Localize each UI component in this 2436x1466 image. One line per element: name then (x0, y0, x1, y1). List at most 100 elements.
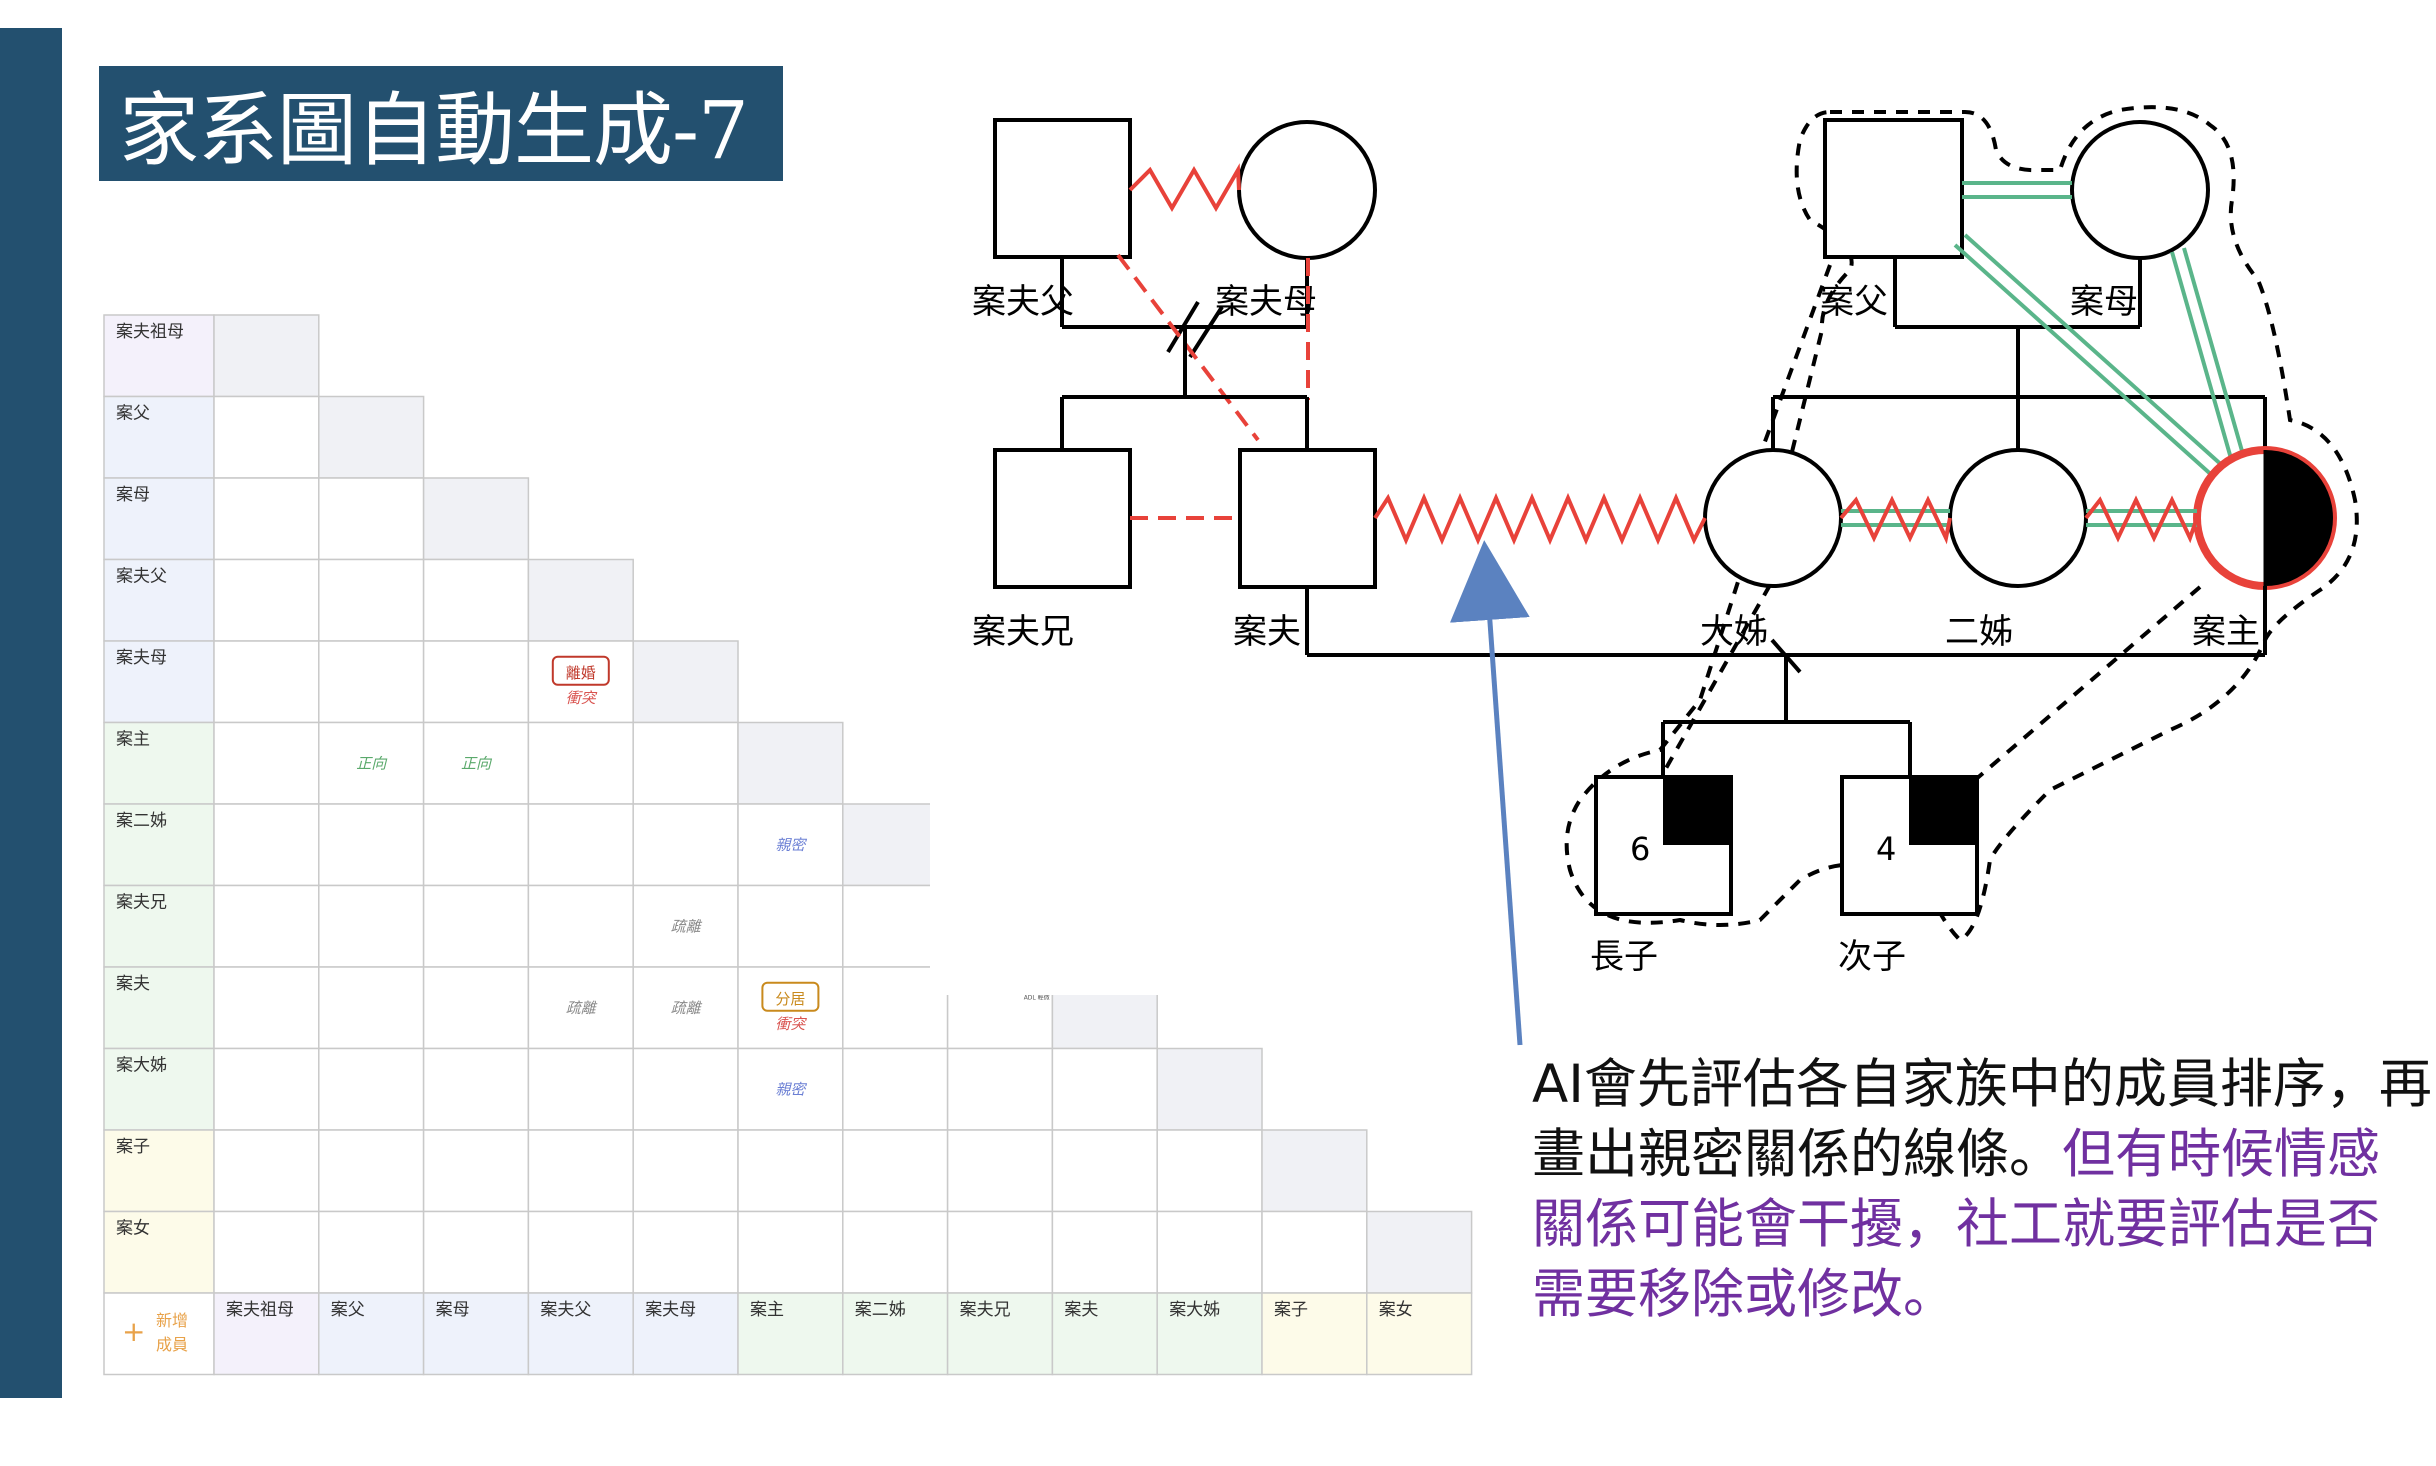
matrix-cell[interactable] (422, 966, 530, 1050)
matrix-cell[interactable] (946, 1210, 1054, 1294)
matrix-cell[interactable] (632, 966, 739, 1050)
matrix-cell[interactable] (1156, 1210, 1263, 1294)
matrix-cell[interactable] (318, 1210, 425, 1294)
matrix-cell[interactable] (1261, 1210, 1368, 1294)
matrix-cell[interactable] (422, 1129, 530, 1213)
matrix-column-label: 案夫兄 (960, 1300, 1011, 1320)
label-husband-father: 案夫父 (972, 282, 1074, 322)
matrix-column-label: 案母 (436, 1300, 470, 1320)
matrix-cell[interactable] (213, 1047, 320, 1131)
add-member-button[interactable] (103, 1292, 215, 1376)
matrix-cell[interactable] (422, 640, 530, 724)
slide-title-box: 家系圖自動生成-7 (99, 66, 783, 181)
matrix-cell[interactable] (422, 558, 530, 642)
matrix-cell[interactable] (737, 1129, 844, 1213)
matrix-cell[interactable] (422, 721, 530, 805)
matrix-cell[interactable] (422, 803, 530, 887)
matrix-row-header (103, 966, 215, 1050)
matrix-cell[interactable] (527, 1047, 634, 1131)
matrix-cell[interactable] (737, 884, 844, 968)
eldest-sister-symbol (1703, 448, 1843, 588)
matrix-cell[interactable] (527, 1210, 634, 1294)
matrix-row-label: 案夫父 (116, 567, 167, 587)
matrix-cell[interactable] (842, 1129, 949, 1213)
close-line-mother-client (2170, 247, 2246, 463)
matrix-cell[interactable] (318, 803, 425, 887)
matrix-cell[interactable] (1051, 1129, 1158, 1213)
relationship-tag[interactable] (761, 981, 820, 1012)
relationship-tag-label: 衝突 (775, 1015, 807, 1033)
matrix-cell[interactable] (318, 640, 425, 724)
matrix-cell[interactable] (842, 1047, 949, 1131)
matrix-cell[interactable] (632, 1129, 739, 1213)
matrix-cell[interactable] (1156, 1129, 1263, 1213)
matrix-cell[interactable] (213, 1210, 320, 1294)
matrix-cell[interactable] (527, 966, 634, 1050)
relationship-tag-label: 正向 (461, 754, 493, 772)
matrix-cell[interactable] (422, 884, 530, 968)
matrix-cell[interactable] (632, 1047, 739, 1131)
matrix-column-header (1366, 1292, 1473, 1376)
label-eldest-sister: 大姊 (1700, 612, 1768, 652)
matrix-cell[interactable] (318, 477, 425, 561)
matrix-cell[interactable] (422, 1047, 530, 1131)
matrix-cell[interactable] (527, 803, 634, 887)
matrix-cell[interactable] (213, 721, 320, 805)
add-member-label: 新增 (156, 1311, 188, 1330)
matrix-cell[interactable] (946, 1129, 1054, 1213)
matrix-row-label: 案夫祖母 (116, 322, 184, 342)
add-member-label: 成員 (156, 1335, 188, 1354)
second-sister-symbol (1948, 448, 2088, 588)
matrix-column-header (527, 1292, 634, 1376)
matrix-cell[interactable] (527, 884, 634, 968)
matrix-diagonal-cell[interactable] (318, 395, 425, 479)
conflict-close-line-sister-client (2084, 495, 2199, 544)
matrix-row-label: 案夫兄 (116, 893, 167, 913)
matrix-cell[interactable] (213, 884, 320, 968)
matrix-cell[interactable] (737, 803, 844, 887)
relationship-tag[interactable] (551, 655, 610, 686)
matrix-cell[interactable] (842, 1210, 949, 1294)
matrix-cell[interactable] (213, 1129, 320, 1213)
matrix-cell[interactable] (527, 1129, 634, 1213)
matrix-column-label: 案主 (750, 1300, 784, 1320)
matrix-diagonal-cell[interactable] (1261, 1129, 1368, 1213)
matrix-diagonal-cell[interactable] (1366, 1210, 1473, 1294)
matrix-cell[interactable] (213, 803, 320, 887)
matrix-column-label: 案二姊 (855, 1300, 906, 1320)
matrix-cell[interactable] (213, 640, 320, 724)
matrix-diagonal-cell[interactable] (632, 640, 739, 724)
matrix-cell[interactable] (318, 558, 425, 642)
matrix-diagonal-cell[interactable] (422, 477, 530, 561)
matrix-cell[interactable] (632, 1210, 739, 1294)
matrix-cell[interactable] (318, 966, 425, 1050)
matrix-cell[interactable] (1051, 1047, 1158, 1131)
matrix-cell[interactable] (318, 884, 425, 968)
matrix-cell[interactable] (527, 721, 634, 805)
matrix-cell[interactable] (213, 477, 320, 561)
matrix-cell[interactable] (632, 803, 739, 887)
matrix-cell[interactable] (318, 1047, 425, 1131)
matrix-diagonal-cell[interactable] (737, 721, 844, 805)
matrix-row-header (103, 803, 215, 887)
matrix-cell[interactable] (632, 721, 739, 805)
matrix-cell[interactable] (318, 721, 425, 805)
tiny-tag-label: ADL 輕微 (1024, 994, 1050, 1002)
matrix-cell[interactable] (632, 884, 739, 968)
matrix-cell[interactable] (318, 1129, 425, 1213)
matrix-cell[interactable] (213, 395, 320, 479)
relationship-tag-label: 分居 (775, 990, 805, 1008)
mother-symbol (2070, 120, 2210, 260)
matrix-cell[interactable] (1051, 1210, 1158, 1294)
label-husband: 案夫 (1233, 612, 1301, 652)
matrix-cell[interactable] (946, 1047, 1054, 1131)
matrix-diagonal-cell[interactable] (527, 558, 634, 642)
matrix-diagonal-cell[interactable] (213, 314, 320, 398)
matrix-cell[interactable] (213, 966, 320, 1050)
matrix-cell[interactable] (737, 1210, 844, 1294)
matrix-cell[interactable] (422, 1210, 530, 1294)
matrix-diagonal-cell[interactable] (1156, 1047, 1263, 1131)
matrix-cell[interactable] (213, 558, 320, 642)
husband-brother-symbol (993, 448, 1132, 589)
